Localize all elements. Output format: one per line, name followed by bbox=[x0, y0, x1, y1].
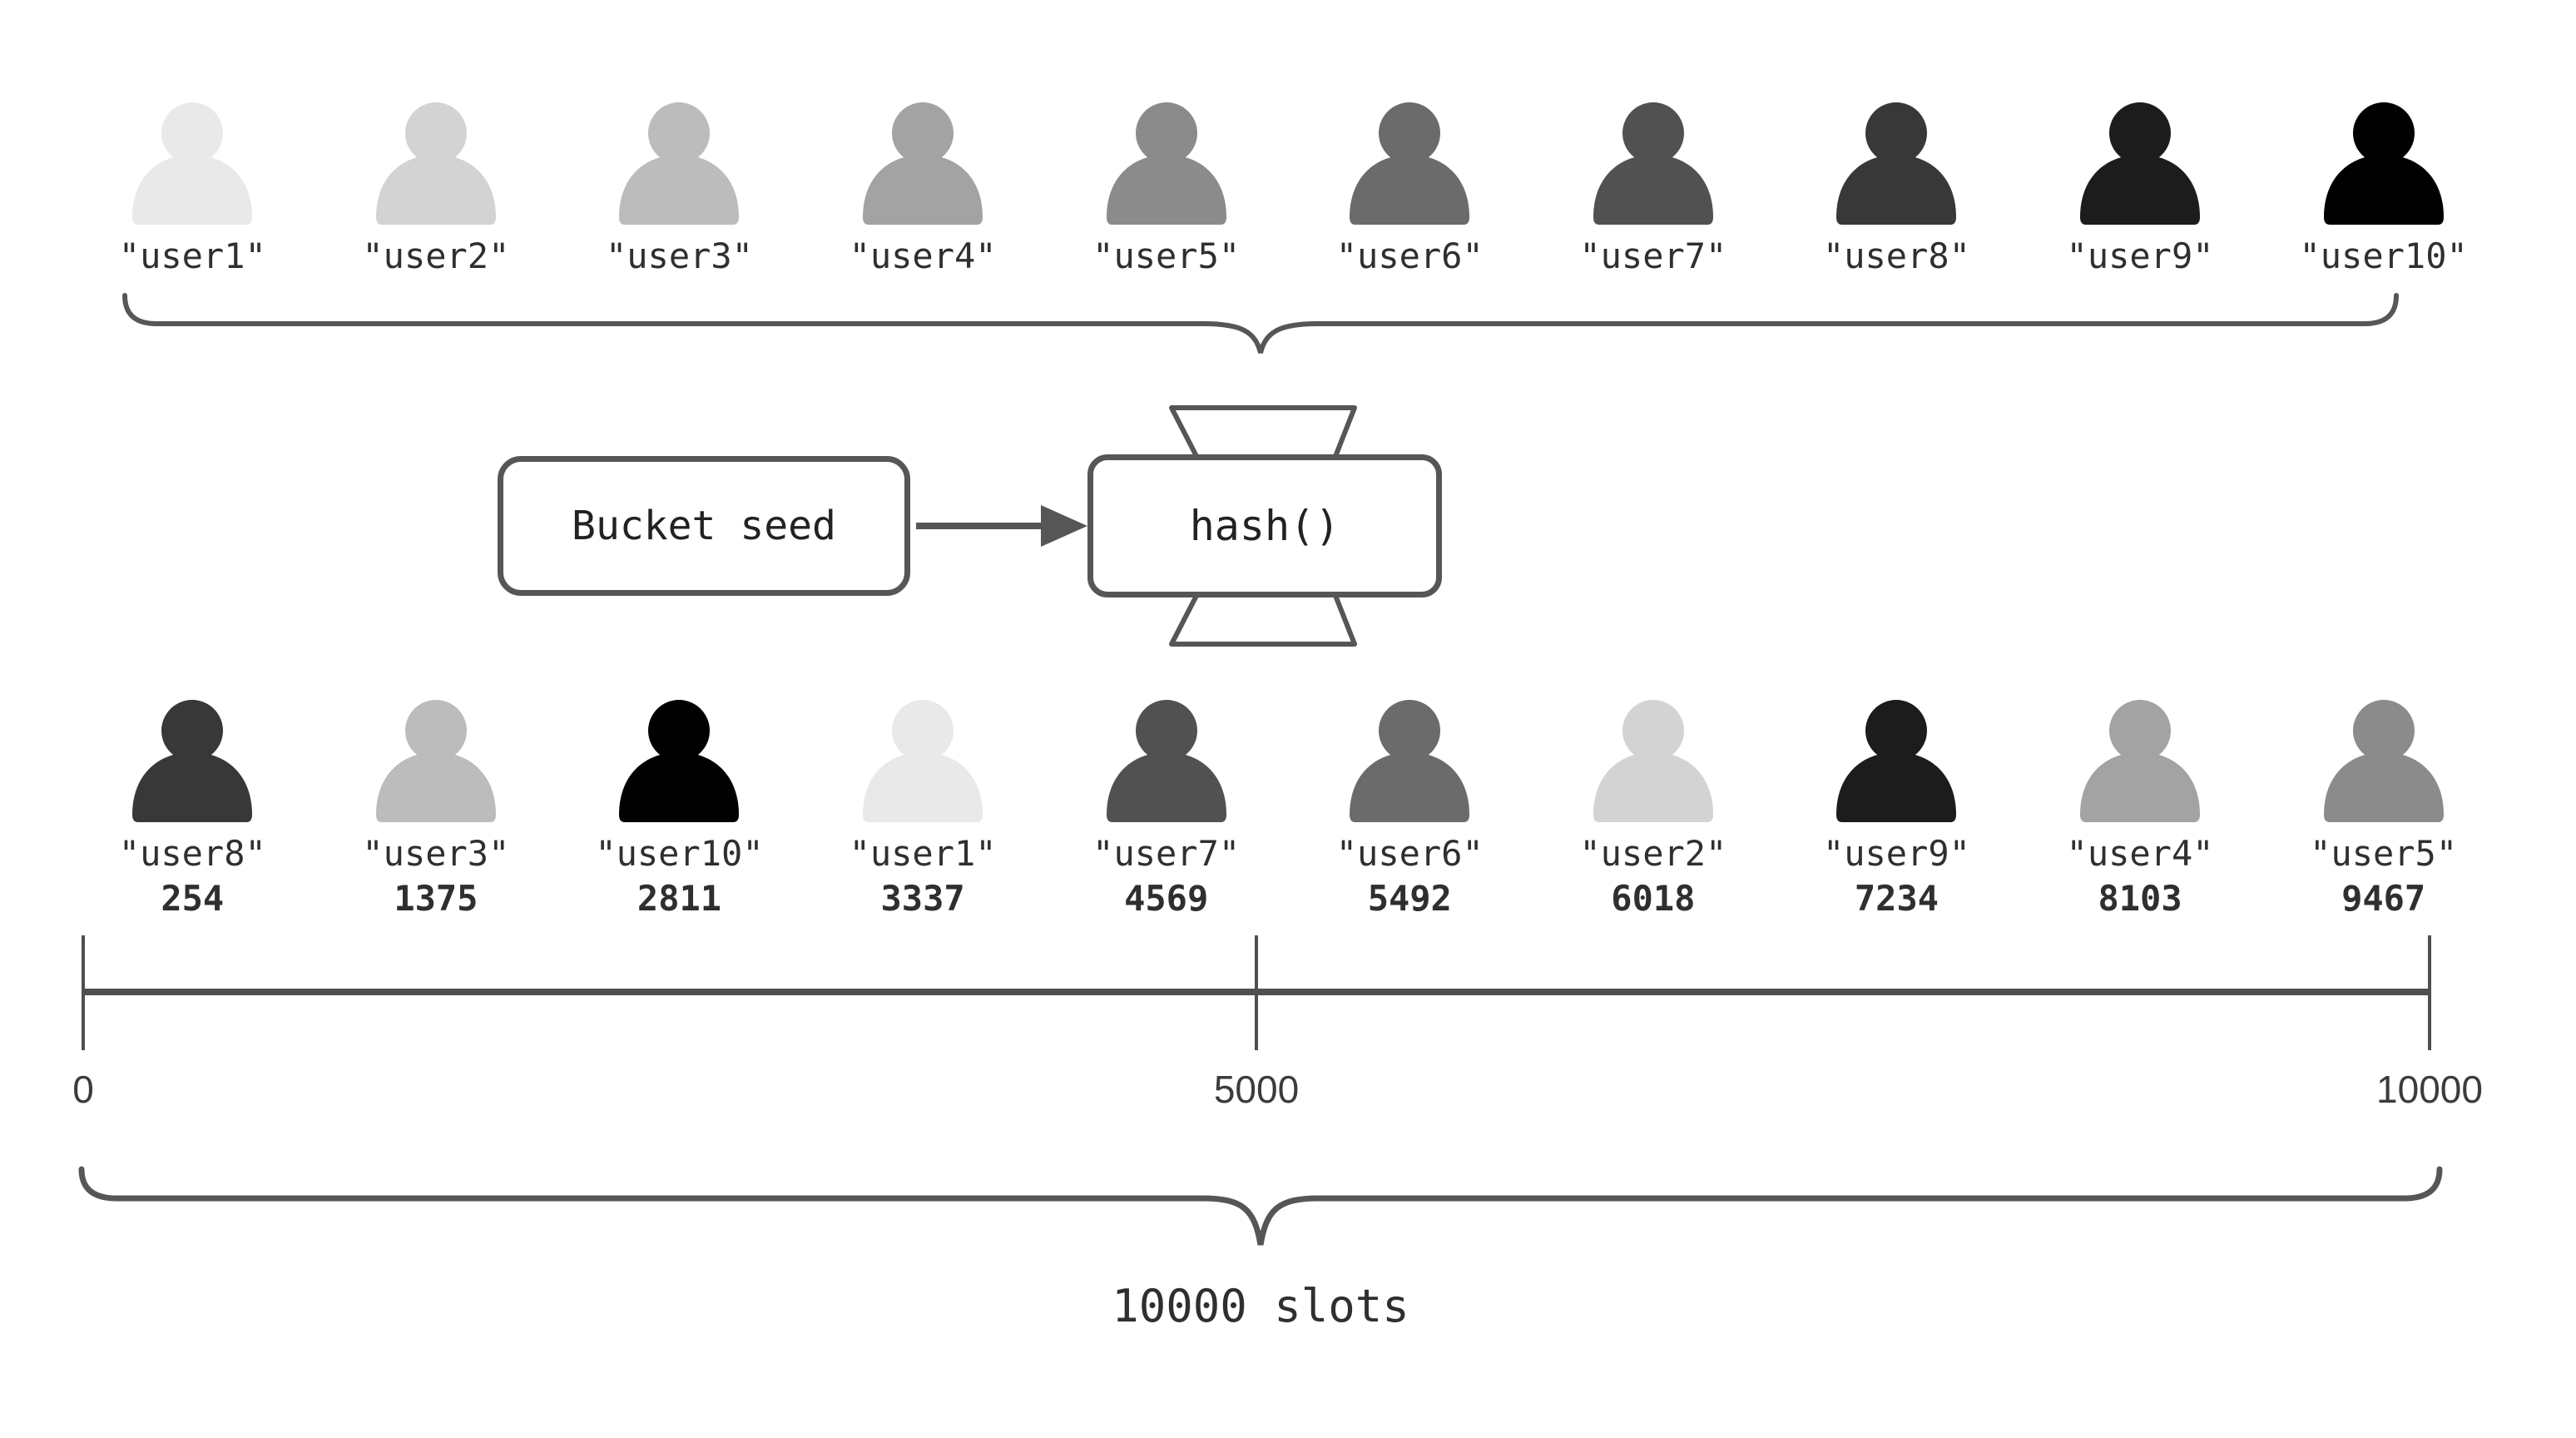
user-silhouette-icon bbox=[1106, 700, 1226, 822]
user-label: "user10" bbox=[2299, 236, 2468, 276]
user-label: "user7" bbox=[1579, 236, 1727, 276]
user-label: "user8" bbox=[118, 833, 266, 874]
user-label: "user6" bbox=[1335, 833, 1484, 874]
user-cell: "user10" 2811 bbox=[557, 696, 801, 917]
hash-function-box: hash() bbox=[1087, 454, 1442, 598]
user-label: "user10" bbox=[595, 833, 764, 874]
user-silhouette-icon bbox=[375, 700, 496, 822]
user-hash-value: 3337 bbox=[880, 878, 965, 920]
user-cell: "user7" 4569 bbox=[1044, 696, 1288, 917]
tick-label-10000: 10000 bbox=[2376, 1068, 2483, 1111]
hash-function-label: hash() bbox=[1189, 502, 1340, 550]
user-silhouette-icon bbox=[1106, 102, 1226, 225]
user-label: "user2" bbox=[362, 236, 510, 276]
user-hash-value: 1375 bbox=[394, 878, 478, 920]
user-cell: "user8" 254 bbox=[71, 696, 315, 917]
user-silhouette-icon bbox=[1593, 700, 1713, 822]
bucket-seed-box: Bucket seed bbox=[498, 456, 910, 596]
user-silhouette-icon bbox=[132, 700, 253, 822]
user-label: "user5" bbox=[1092, 236, 1241, 276]
user-cell: "user6" bbox=[1288, 98, 1532, 275]
user-cell: "user7" bbox=[1532, 98, 1776, 275]
user-cell: "user10" bbox=[2261, 98, 2505, 275]
user-label: "user8" bbox=[1822, 236, 1970, 276]
user-silhouette-icon bbox=[1350, 102, 1470, 225]
user-label: "user2" bbox=[1579, 833, 1727, 874]
user-cell: "user4" 8103 bbox=[2019, 696, 2262, 917]
user-label: "user9" bbox=[1822, 833, 1970, 874]
user-cell: "user9" 7234 bbox=[1775, 696, 2019, 917]
user-silhouette-icon bbox=[2323, 102, 2444, 225]
user-cell: "user2" 6018 bbox=[1532, 696, 1776, 917]
tick-label-0: 0 bbox=[72, 1068, 94, 1111]
user-hash-value: 5492 bbox=[1367, 878, 1452, 920]
user-silhouette-icon bbox=[1593, 102, 1713, 225]
slots-caption: 10000 slots bbox=[1112, 1280, 1409, 1332]
user-silhouette-icon bbox=[1350, 700, 1470, 822]
user-label: "user7" bbox=[1092, 833, 1241, 874]
input-row-brace bbox=[122, 293, 2399, 354]
user-hash-value: 254 bbox=[161, 878, 225, 920]
user-silhouette-icon bbox=[375, 102, 496, 225]
user-silhouette-icon bbox=[863, 102, 983, 225]
user-label: "user9" bbox=[2066, 236, 2214, 276]
user-silhouette-icon bbox=[2080, 102, 2201, 225]
user-hash-value: 8103 bbox=[2098, 878, 2182, 920]
user-cell: "user6" 5492 bbox=[1288, 696, 1532, 917]
slots-brace bbox=[78, 1166, 2443, 1246]
user-cell: "user3" 1375 bbox=[315, 696, 558, 917]
user-silhouette-icon bbox=[132, 102, 253, 225]
output-user-row: "user8" 254 "user3" 1375 "user10" 2811 "… bbox=[71, 696, 2505, 917]
user-cell: "user8" bbox=[1775, 98, 2019, 275]
user-cell: "user1" 3337 bbox=[801, 696, 1045, 917]
user-cell: "user1" bbox=[71, 98, 315, 275]
user-silhouette-icon bbox=[2080, 700, 2201, 822]
user-cell: "user5" bbox=[1044, 98, 1288, 275]
user-silhouette-icon bbox=[863, 700, 983, 822]
user-label: "user1" bbox=[849, 833, 997, 874]
tick-label-5000: 5000 bbox=[1213, 1068, 1300, 1111]
user-label: "user6" bbox=[1335, 236, 1484, 276]
user-cell: "user2" bbox=[315, 98, 558, 275]
user-label: "user3" bbox=[605, 236, 753, 276]
user-silhouette-icon bbox=[619, 102, 740, 225]
input-user-row: "user1" "user2" "user3" "user4" "user5" bbox=[71, 98, 2505, 275]
user-cell: "user9" bbox=[2019, 98, 2262, 275]
user-hash-value: 6018 bbox=[1611, 878, 1696, 920]
bucket-seed-label: Bucket seed bbox=[572, 503, 836, 549]
user-cell: "user4" bbox=[801, 98, 1045, 275]
user-silhouette-icon bbox=[1836, 700, 1957, 822]
user-silhouette-icon bbox=[2323, 700, 2444, 822]
user-hash-value: 9467 bbox=[2341, 878, 2426, 920]
user-label: "user5" bbox=[2310, 833, 2458, 874]
user-silhouette-icon bbox=[619, 700, 740, 822]
user-hash-value: 2811 bbox=[637, 878, 722, 920]
user-label: "user3" bbox=[362, 833, 510, 874]
user-hash-value: 4569 bbox=[1124, 878, 1209, 920]
user-cell: "user3" bbox=[557, 98, 801, 275]
user-label: "user4" bbox=[849, 236, 997, 276]
user-cell: "user5" 9467 bbox=[2261, 696, 2505, 917]
flow-arrow-head-icon bbox=[1041, 505, 1087, 547]
user-label: "user1" bbox=[118, 236, 266, 276]
user-hash-value: 7234 bbox=[1854, 878, 1939, 920]
user-silhouette-icon bbox=[1836, 102, 1957, 225]
user-label: "user4" bbox=[2066, 833, 2214, 874]
